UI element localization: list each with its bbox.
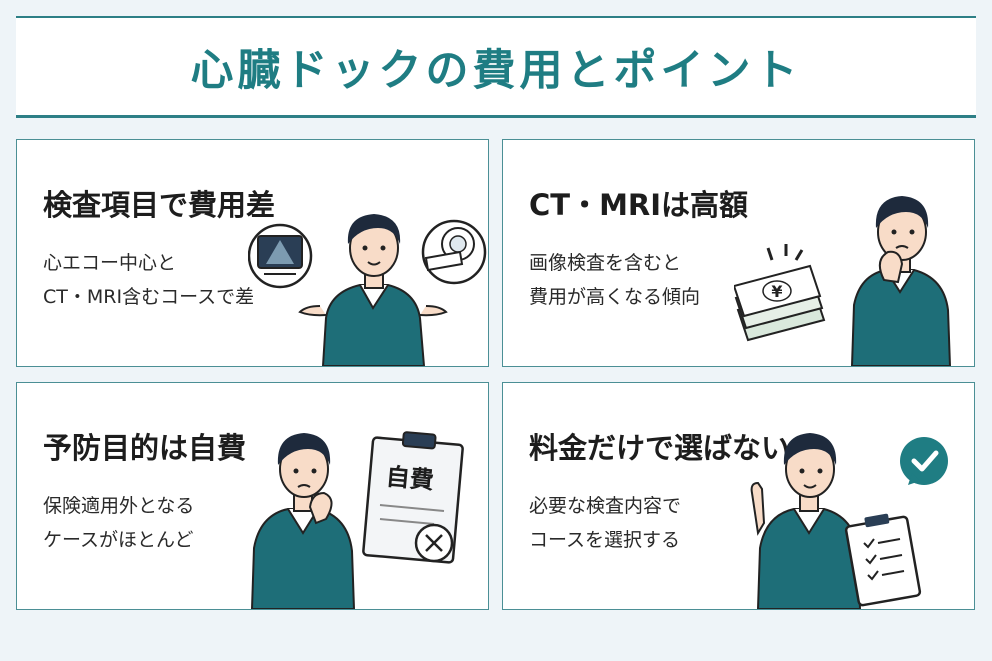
card-title: 料金だけで選ばない xyxy=(529,431,791,465)
person-figure xyxy=(298,214,448,366)
page-title: 心臓ドックの費用とポイント xyxy=(190,45,802,96)
person-thinking-money-illustration: ¥ xyxy=(734,196,952,366)
money-stack-icon: ¥ xyxy=(734,244,826,342)
person-figure xyxy=(250,433,356,609)
checklist-clipboard-icon xyxy=(844,513,922,607)
card-description-line: 必要な検査内容で xyxy=(529,495,682,517)
person-figure xyxy=(750,433,862,609)
card-description: 心エコー中心と CT・MRI含むコースで差 xyxy=(43,246,254,314)
card-test-items: 検査項目で費用差 心エコー中心と CT・MRI含むコースで差 xyxy=(16,139,489,367)
clipboard-label: 自費 xyxy=(385,463,435,495)
person-comparing-illustration xyxy=(248,214,487,366)
card-description-line: ケースがほとんど xyxy=(43,529,194,551)
card-title: 予防目的は自費 xyxy=(43,431,247,465)
card-ct-mri-cost: CT・MRIは高額 画像検査を含むと 費用が高くなる傾向 ¥ xyxy=(502,139,975,367)
card-title: CT・MRIは高額 xyxy=(529,188,749,222)
card-self-pay: 予防目的は自費 保険適用外となる ケースがほとんど 自費 xyxy=(16,382,489,610)
ultrasound-monitor-icon xyxy=(248,223,313,289)
person-self-pay-illustration: 自費 xyxy=(250,431,464,609)
checkmark-bubble-icon xyxy=(900,437,948,485)
card-description-line: 保険適用外となる xyxy=(43,495,195,517)
card-description-line: CT・MRI含むコースで差 xyxy=(43,286,255,308)
card-description-line: 費用が高くなる傾向 xyxy=(529,286,701,308)
card-description-line: 心エコー中心と xyxy=(43,252,177,274)
page-header: 心臓ドックの費用とポイント xyxy=(16,16,976,118)
card-choose-course: 料金だけで選ばない 必要な検査内容で コースを選択する xyxy=(502,382,975,610)
card-description: 必要な検査内容で コースを選択する xyxy=(529,489,681,557)
card-description-line: 画像検査を含むと xyxy=(529,252,682,274)
person-figure xyxy=(850,196,952,366)
card-description: 保険適用外となる ケースがほとんど xyxy=(43,489,194,557)
person-checklist-illustration xyxy=(750,433,948,609)
card-description: 画像検査を含むと 費用が高くなる傾向 xyxy=(529,246,700,314)
currency-symbol: ¥ xyxy=(771,282,782,301)
cross-icon xyxy=(414,523,454,563)
mri-scanner-icon xyxy=(421,219,487,285)
card-title: 検査項目で費用差 xyxy=(43,188,276,222)
card-description-line: コースを選択する xyxy=(529,529,681,551)
